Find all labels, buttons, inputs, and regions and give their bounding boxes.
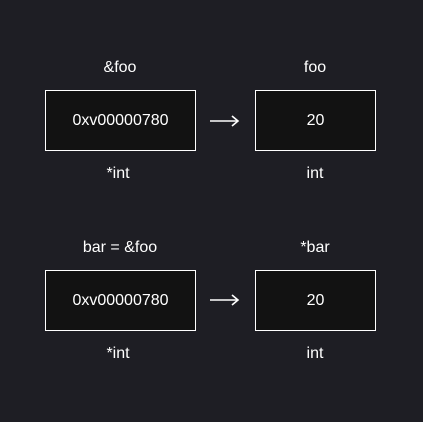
- arrow-right-icon: [210, 294, 240, 306]
- pointer-box: 0xv00000780: [45, 90, 196, 151]
- target-type-label: int: [306, 345, 324, 362]
- pointer-top-label: bar = &foo: [82, 239, 158, 256]
- target-value: 20: [306, 291, 325, 309]
- pointer-box: 0xv00000780: [45, 270, 196, 331]
- pointer-value: 0xv00000780: [72, 291, 169, 309]
- target-box: 20: [255, 90, 376, 151]
- pointer-type-label: *int: [106, 345, 130, 362]
- target-value: 20: [306, 111, 325, 129]
- pointer-value: 0xv00000780: [72, 111, 169, 129]
- target-top-label: *bar: [300, 239, 330, 256]
- target-type-label: int: [306, 165, 324, 182]
- pointer-top-label: &foo: [103, 59, 137, 76]
- target-box: 20: [255, 270, 376, 331]
- target-top-label: foo: [303, 59, 327, 76]
- arrow-right-icon: [210, 115, 240, 127]
- pointer-type-label: *int: [106, 165, 130, 182]
